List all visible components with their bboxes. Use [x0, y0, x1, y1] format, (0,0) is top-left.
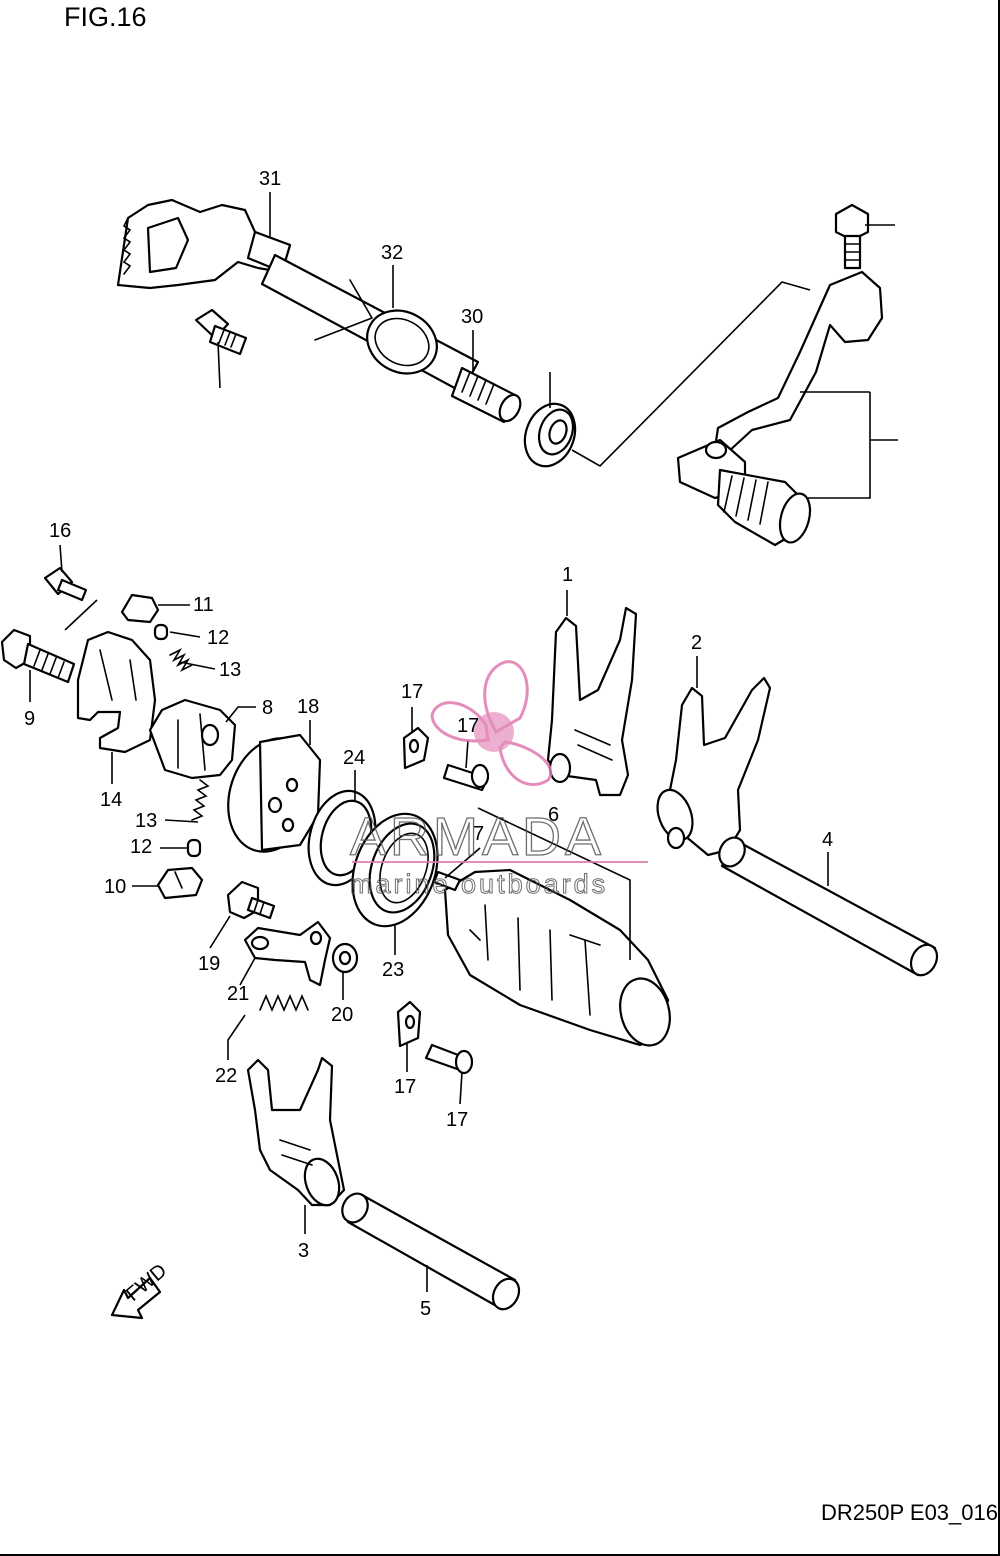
callout-18: 18 — [297, 696, 319, 718]
lifter-part-14 — [76, 630, 157, 754]
callout-16-upper: 17 — [401, 681, 423, 703]
shaft-part-4 — [718, 836, 939, 977]
figure-code: DR250P E03_016 — [821, 1500, 998, 1525]
fork-part-3 — [246, 1056, 346, 1207]
bolt-part-19 — [226, 880, 276, 920]
callout-2: 2 — [691, 632, 702, 654]
pin-part-12-upper — [153, 623, 169, 641]
screw-part-17-lower — [424, 1043, 474, 1075]
spring-part-13-lower — [191, 779, 210, 821]
callout-7: 7 — [473, 823, 484, 845]
cam-drum-part-6 — [443, 868, 671, 1047]
callout-1: 1 — [562, 564, 573, 586]
callout-13-upper: 13 — [219, 659, 241, 681]
callout-11: 11 — [193, 594, 214, 616]
spring-part-27 — [314, 279, 438, 375]
callout-17-lower: 17 — [446, 1109, 468, 1131]
pin-part-12-lower — [186, 838, 202, 858]
screw-part-15 — [43, 566, 88, 602]
pawl-part-11 — [120, 593, 160, 624]
fwd-arrow-icon: FWD — [110, 1260, 171, 1320]
callout-3: 3 — [298, 1240, 309, 1262]
callout-5: 5 — [420, 1298, 431, 1320]
stopper-part-8 — [148, 698, 237, 780]
watermark: ARMADA marine outboards — [349, 660, 648, 900]
callout-25: 30 — [461, 306, 483, 328]
callout-14: 14 — [100, 789, 122, 811]
watermark-brand: ARMADA — [350, 807, 605, 867]
shaft-part-5 — [341, 1192, 521, 1311]
callout-12-upper: 12 — [207, 627, 229, 649]
callout-20: 20 — [331, 1004, 353, 1026]
cam-part-18 — [227, 733, 322, 853]
callout-22: 22 — [215, 1065, 237, 1087]
callout-10: 10 — [104, 876, 126, 898]
bearing-part-23 — [351, 812, 439, 928]
callout-12-lower: 12 — [130, 836, 152, 858]
pin-part-7 — [432, 870, 462, 892]
callout-8: 8 — [262, 697, 273, 719]
callout-15: 16 — [49, 520, 71, 542]
fork-part-2 — [656, 676, 772, 857]
callout-23: 23 — [382, 959, 404, 981]
bolt-part-9 — [0, 628, 76, 684]
callout-9: 9 — [24, 708, 35, 730]
screw-part-17-upper — [442, 763, 490, 792]
callout-19: 19 — [198, 953, 220, 975]
plate-part-16-upper — [402, 726, 430, 770]
bolt-part-29 — [194, 308, 248, 356]
plate-part-16-lower — [396, 1000, 422, 1048]
callout-21: 21 — [227, 983, 249, 1005]
callout-17-upper: 17 — [457, 715, 479, 737]
spring-part-22 — [259, 993, 309, 1013]
stopper-part-21 — [243, 920, 332, 987]
shaft-part-25 — [450, 366, 522, 424]
callout-24: 24 — [343, 747, 365, 769]
rubber-part-31 — [716, 468, 812, 547]
pawl-part-10 — [156, 866, 204, 900]
bolt-part-32 — [834, 203, 870, 270]
callout-16-lower: 17 — [394, 1076, 416, 1098]
oil-seal-part-28 — [523, 402, 577, 468]
callout-numbers: 31 32 30 16 11 12 13 8 9 14 13 12 10 18 … — [24, 168, 833, 1320]
washer-part-20 — [331, 942, 359, 974]
shift-lever-part-30 — [676, 270, 884, 500]
propeller-logo-icon — [430, 660, 553, 786]
callout-4: 4 — [822, 829, 833, 851]
leader-lines — [29, 192, 898, 1292]
fork-part-1 — [546, 606, 638, 797]
figure-title: FIG.16 — [64, 2, 147, 32]
spring-part-13-upper — [169, 648, 193, 672]
watermark-tagline: marine outboards — [350, 869, 608, 899]
callout-13-lower: 13 — [135, 810, 157, 832]
callout-27: 32 — [381, 242, 403, 264]
callout-6: 6 — [548, 804, 559, 826]
callout-26: 31 — [259, 168, 281, 190]
